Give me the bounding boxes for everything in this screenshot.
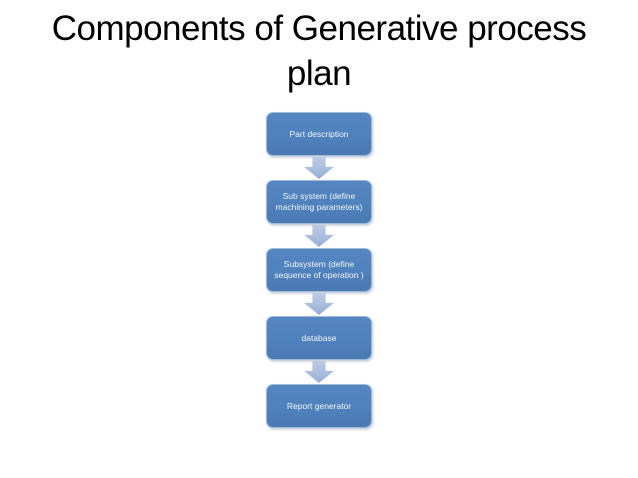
down-arrow-icon — [304, 157, 334, 179]
flow-step: Report generator — [266, 384, 372, 428]
down-arrow-icon — [304, 361, 334, 383]
flow-step: database — [266, 316, 372, 360]
flow-step-label: Sub system (define machining parameters) — [275, 191, 363, 212]
down-arrow-icon — [304, 293, 334, 315]
down-arrow-icon — [304, 225, 334, 247]
flow-step: Subsystem (define sequence of operation … — [266, 248, 372, 292]
flow-step: Sub system (define machining parameters) — [266, 180, 372, 224]
slide-title: Components of Generative process plan — [51, 9, 587, 93]
flow-step-label: Part description — [289, 128, 349, 139]
flow-step: Part description — [266, 112, 372, 156]
flow-step-label: Report generator — [286, 400, 352, 411]
flow-step-label: Subsystem (define sequence of operation … — [274, 259, 364, 280]
flow-step-label: database — [301, 332, 337, 343]
